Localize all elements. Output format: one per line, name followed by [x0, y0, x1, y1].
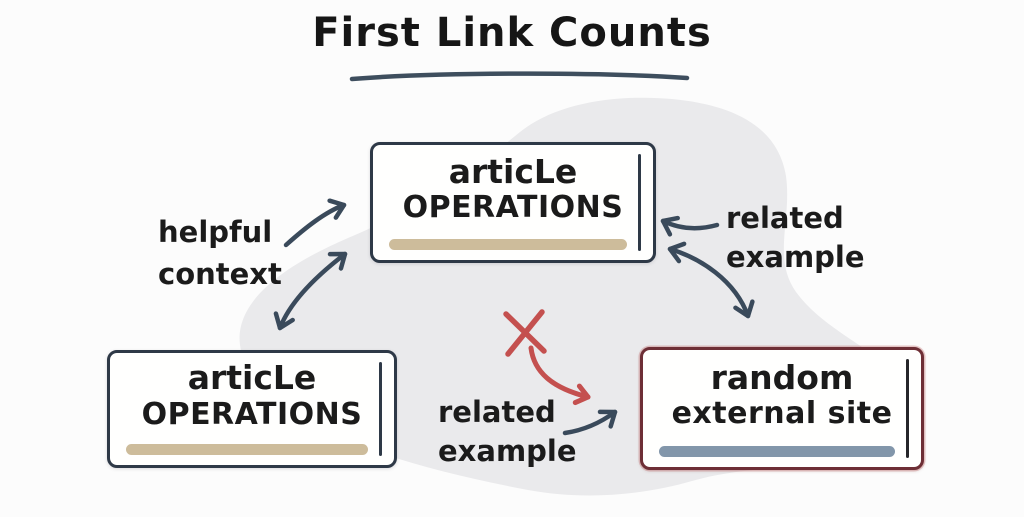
label-related-example-bottom: related example: [438, 393, 577, 471]
blue-underline-bar: [659, 446, 895, 457]
label-line: helpful: [158, 215, 273, 249]
node-label-line2: OPERATIONS: [141, 396, 363, 432]
title-underline: [349, 71, 690, 82]
arrow-bidirectional-top-to-external: [667, 241, 755, 319]
inner-accent-line: [379, 362, 382, 456]
label-line: example: [438, 434, 577, 469]
inner-accent-line: [638, 154, 641, 251]
label-line: related: [438, 395, 556, 429]
node-random-external-site: random external site: [640, 347, 924, 470]
node-label-line1: random: [710, 357, 854, 397]
node-article-operations-top: articLe OPERATIONS: [370, 142, 656, 263]
arrow-related-to-external-box: [562, 409, 618, 436]
node-label-line1: articLe: [448, 151, 578, 191]
label-line: context: [158, 257, 282, 292]
arrow-helpful-to-top-box: [283, 198, 347, 248]
label-line: related: [726, 201, 844, 235]
label-related-example-right: related example: [726, 199, 865, 277]
inner-accent-line: [906, 359, 909, 458]
page-title: First Link Counts: [312, 10, 712, 56]
tan-underline-bar: [389, 239, 627, 250]
node-label-line1: articLe: [187, 358, 317, 398]
arrow-bidirectional-top-to-bottom-left: [273, 251, 348, 331]
label-helpful-context: helpful context: [158, 211, 282, 295]
blocked-x-icon: [503, 309, 547, 357]
node-article-operations-left: articLe OPERATIONS: [107, 350, 397, 468]
node-label-line2: OPERATIONS: [402, 190, 624, 226]
arrow-related-to-top-box: [660, 215, 720, 237]
tan-underline-bar: [126, 444, 368, 455]
label-line: example: [726, 240, 865, 275]
arrow-blocked-red-curve: [528, 345, 591, 406]
node-label-line2: external site: [671, 396, 893, 432]
